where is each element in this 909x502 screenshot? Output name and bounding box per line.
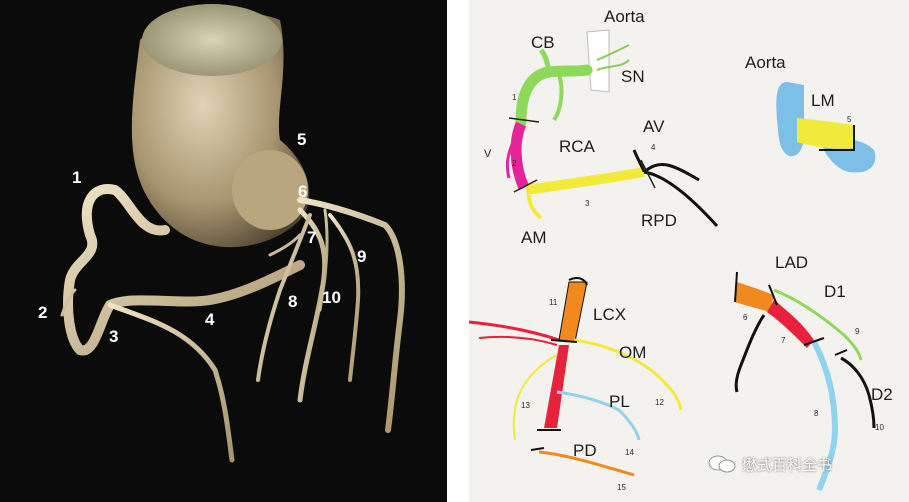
pl-label: PL <box>609 392 630 411</box>
seg-15: 15 <box>617 483 626 492</box>
panel-divider <box>447 0 469 502</box>
d2-label: D2 <box>871 385 893 404</box>
lad-segment-6-shape <box>735 282 774 312</box>
av-label: AV <box>643 117 665 136</box>
d1-label: D1 <box>824 282 846 301</box>
seg-2: 2 <box>512 159 517 168</box>
rca-segment-2-shape <box>510 121 530 191</box>
coronary-3d-image: 1 2 3 4 5 6 7 8 9 10 <box>38 4 405 463</box>
lcx-label: LCX <box>593 305 626 324</box>
seg-1: 1 <box>512 93 517 102</box>
lcx-segment-13-shape <box>544 345 569 428</box>
watermark-text: 懋式百科全书 <box>742 455 833 474</box>
lad-diagram: LAD D1 D2 6 7 8 9 10 <box>734 253 893 492</box>
ct-label-9: 9 <box>357 247 366 266</box>
lm-aorta-label: Aorta <box>745 53 786 72</box>
seg-11: 11 <box>549 298 558 307</box>
lcx-diagram: LCX OM PL PD 11 12 13 14 15 <box>469 276 683 492</box>
lm-label: LM <box>811 91 835 110</box>
seg-14: 14 <box>625 448 634 457</box>
om-label: OM <box>619 343 646 362</box>
rca-diagram: Aorta CB SN V RCA AV AM RPD 1 2 3 4 <box>484 7 719 247</box>
rca-label: RCA <box>559 137 596 156</box>
rca-vessel <box>63 184 305 356</box>
wechat-icon <box>708 455 736 473</box>
schematic-panel: Aorta CB SN V RCA AV AM RPD 1 2 3 4 Aort… <box>469 0 909 502</box>
ct-label-1: 1 <box>72 168 81 187</box>
seg-10: 10 <box>875 423 884 432</box>
ct-label-6: 6 <box>298 182 307 201</box>
lad-label: LAD <box>775 253 808 272</box>
aorta-cap <box>142 4 282 76</box>
ct-label-7: 7 <box>307 228 316 247</box>
seg-6: 6 <box>743 313 748 322</box>
cb-label: CB <box>531 33 555 52</box>
am-label: AM <box>521 228 547 247</box>
seg-3: 3 <box>585 199 590 208</box>
watermark: 懋式百科全书 <box>708 452 832 476</box>
v-label: V <box>484 148 492 160</box>
rca-segment-3-shape <box>525 167 645 195</box>
seg-4: 4 <box>651 143 656 152</box>
schematic-svg: Aorta CB SN V RCA AV AM RPD 1 2 3 4 Aort… <box>469 7 893 492</box>
lad-segment-8-shape <box>811 340 839 492</box>
lad-vessel <box>297 197 405 433</box>
rca-aorta-label: Aorta <box>604 7 645 26</box>
lm-diagram: Aorta LM 5 <box>745 53 876 173</box>
lcx-segment-11-shape <box>558 281 588 343</box>
seg-7: 7 <box>781 336 786 345</box>
ct-label-5: 5 <box>297 130 306 149</box>
lad-segment-7-shape <box>767 300 814 348</box>
rpd-label: RPD <box>641 211 677 230</box>
ct-label-4: 4 <box>205 310 215 329</box>
sn-label: SN <box>621 67 645 86</box>
ct-label-2: 2 <box>38 303 47 322</box>
ct-rendering-panel: 1 2 3 4 5 6 7 8 9 10 <box>0 0 447 502</box>
rca-segment-1-shape <box>515 64 593 128</box>
pd-label: PD <box>573 441 597 460</box>
seg-12: 12 <box>655 398 664 407</box>
ct-label-8: 8 <box>288 292 297 311</box>
ct-label-3: 3 <box>109 327 118 346</box>
seg-5: 5 <box>847 115 852 124</box>
ct-label-10: 10 <box>322 288 341 307</box>
seg-9: 9 <box>855 327 860 336</box>
seg-13: 13 <box>521 401 530 410</box>
seg-8: 8 <box>814 409 819 418</box>
lm-segment-shape <box>797 118 854 149</box>
